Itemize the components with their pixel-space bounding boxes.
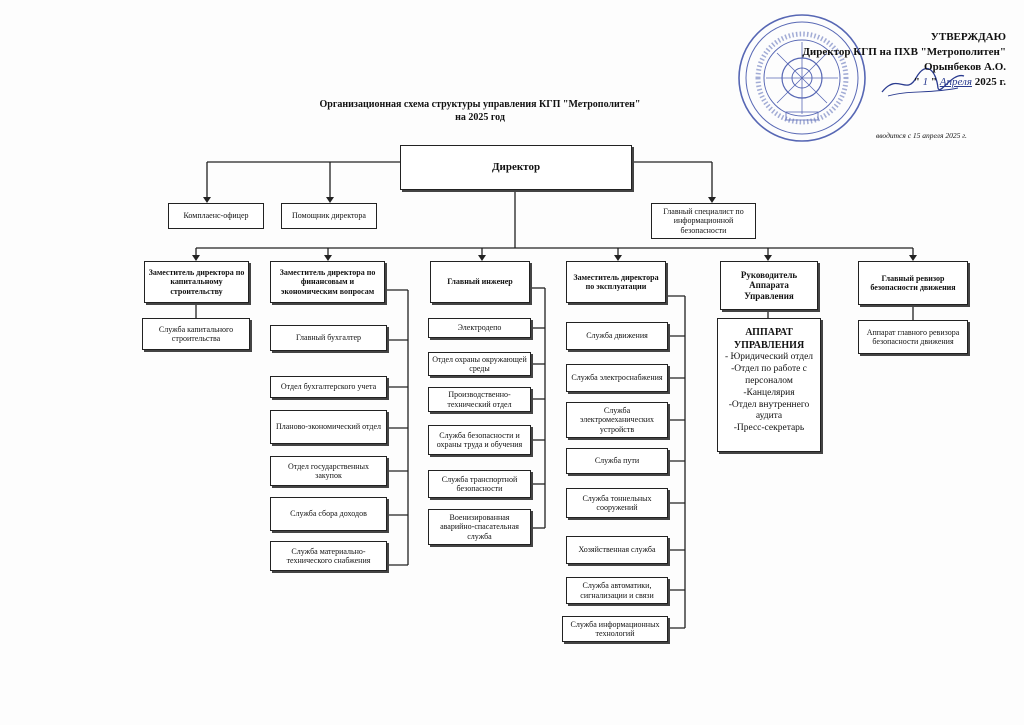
apparatus-line: - Юридический отдел bbox=[724, 352, 814, 362]
apparatus-title: АППАРАТ УПРАВЛЕНИЯ bbox=[733, 327, 805, 351]
electromechanical-service-box: Служба электромеханических устройств bbox=[566, 402, 668, 438]
chief-engineer-box: Главный инженер bbox=[430, 261, 530, 303]
apparatus-line: -Пресс-секретарь bbox=[733, 423, 805, 434]
signature-icon bbox=[881, 67, 965, 97]
effective-date-note: вводится с 15 апреля 2025 г. bbox=[876, 131, 967, 140]
planning-economic-department-box: Планово-экономический отдел bbox=[270, 410, 387, 444]
official-seal-icon bbox=[738, 14, 866, 142]
compliance-officer-box: Комплаенс-офицер bbox=[168, 203, 264, 229]
maintenance-service-box: Хозяйственная служба bbox=[566, 536, 668, 564]
assistant-director-box: Помощник директора bbox=[281, 203, 377, 229]
chief-accountant-box: Главный бухгалтер bbox=[270, 325, 387, 351]
apparatus-line: -Отдел внутреннего аудита bbox=[728, 399, 810, 422]
logistics-supply-service-box: Служба материально-технического снабжени… bbox=[270, 541, 387, 571]
track-service-box: Служба пути bbox=[566, 448, 668, 474]
deputy-operations-box: Заместитель директора по эксплуатации bbox=[566, 261, 666, 303]
electrodepot-box: Электродепо bbox=[428, 318, 531, 338]
chief-auditor-apparatus-box: Аппарат главного ревизора безопасности д… bbox=[858, 320, 968, 354]
revenue-collection-service-box: Служба сбора доходов bbox=[270, 497, 387, 531]
traffic-service-box: Служба движения bbox=[566, 322, 668, 350]
approval-block: УТВЕРЖДАЮ Директор КГП на ПХВ "Метрополи… bbox=[802, 30, 1006, 89]
approval-position: Директор КГП на ПХВ "Метрополитен" bbox=[802, 45, 1006, 58]
it-service-box: Служба информационных технологий bbox=[562, 616, 668, 642]
power-supply-service-box: Служба электроснабжения bbox=[566, 364, 668, 392]
approval-name: Орынбеков А.О. bbox=[924, 60, 1006, 73]
automation-signaling-service-box: Служба автоматики, сигнализации и связи bbox=[566, 577, 668, 604]
transport-security-service-box: Служба транспортной безопасности bbox=[428, 470, 531, 498]
safety-labor-training-service-box: Служба безопасности и охраны труда и обу… bbox=[428, 425, 531, 455]
page-title: Организационная схема структуры управлен… bbox=[319, 99, 641, 123]
infosec-specialist-box: Главный специалист по информационной без… bbox=[651, 203, 756, 239]
approval-date: " 1 " Апреля 2025 г. bbox=[913, 75, 1006, 88]
tunnel-structures-service-box: Служба тоннельных сооружений bbox=[566, 488, 668, 518]
rescue-service-box: Военизированная аварийно-спасательная сл… bbox=[428, 509, 531, 545]
deputy-construction-box: Заместитель директора по капитальному ст… bbox=[144, 261, 249, 303]
capital-construction-service-box: Служба капитального строительства bbox=[142, 318, 250, 350]
chief-safety-auditor-box: Главный ревизор безопасности движения bbox=[858, 261, 968, 305]
director-box: Директор bbox=[400, 145, 632, 190]
administration-apparatus-box: АППАРАТ УПРАВЛЕНИЯ - Юридический отдел -… bbox=[717, 318, 821, 452]
public-procurement-department-box: Отдел государственных закупок bbox=[270, 456, 387, 486]
production-technical-department-box: Производственно-технический отдел bbox=[428, 387, 531, 412]
apparatus-line: -Канцелярия bbox=[743, 387, 795, 398]
accounting-department-box: Отдел бухгалтерского учета bbox=[270, 376, 387, 398]
apparatus-line: -Отдел по работе с персоналом bbox=[731, 363, 807, 386]
approval-heading: УТВЕРЖДАЮ bbox=[930, 31, 1006, 43]
deputy-finance-box: Заместитель директора по финансовым и эк… bbox=[270, 261, 385, 303]
head-of-administration-box: Руководитель Аппарата Управления bbox=[720, 261, 818, 310]
environmental-protection-box: Отдел охраны окружающей среды bbox=[428, 352, 531, 376]
